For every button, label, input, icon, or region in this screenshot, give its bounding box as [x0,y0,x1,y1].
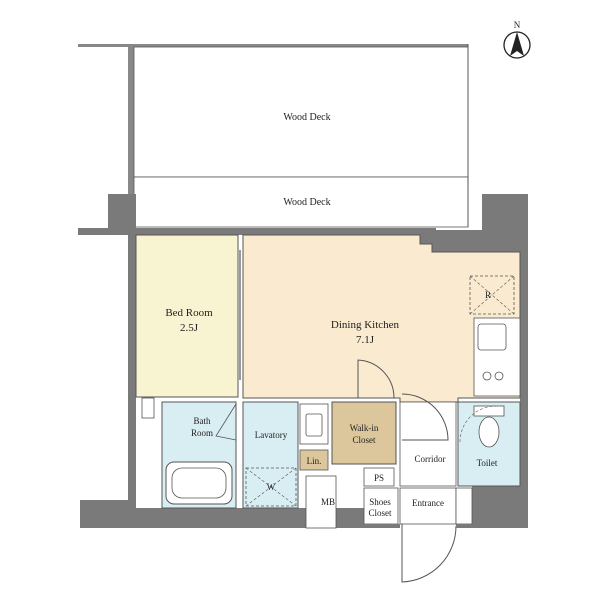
north-compass-icon: N [503,20,531,59]
shoes-closet [363,487,399,525]
toilet-door-icon [459,405,497,443]
bath-door-icon [215,403,237,441]
toilet-name: Toilet [477,458,498,468]
bath-room-name-line2: Room [191,428,213,438]
shoes-closet-name-line1: Shoes [369,497,391,507]
bed-room [135,234,239,398]
stove-icon [482,371,504,381]
bed-room-size: 2.5J [180,322,199,334]
linen-closet [299,449,329,471]
washer-label: W [267,482,276,492]
toilet-bowl-icon [473,405,505,448]
walk-in-closet-name-line2: Closet [352,435,376,445]
linen-name: Lin. [307,456,322,466]
corridor [399,401,457,487]
entrance-door-icon [401,524,457,583]
compass-north-label: N [514,20,521,30]
dining-kitchen-name: Dining Kitchen [331,319,400,331]
refrigerator-space: R [469,275,515,315]
entrance [399,487,457,525]
refrigerator-label: R [485,290,491,300]
dining-kitchen [242,234,521,403]
wood-deck-lower-label: Wood Deck [283,197,330,208]
walk-in-closet-name-line1: Walk-in [350,423,379,433]
bath-room-name-line1: Bath [194,416,211,426]
lavatory [242,401,299,509]
lavatory-name: Lavatory [255,430,288,440]
entrance-name: Entrance [412,498,444,508]
kitchen-sink-icon [477,323,507,351]
corridor-name: Corridor [415,454,446,464]
washer-space: W [245,467,297,507]
wood-deck-upper-label: Wood Deck [283,112,330,123]
corridor-door-icon [401,393,449,441]
bathtub-icon [165,461,233,505]
mb-name: MB [321,497,335,507]
wood-deck-area [78,44,469,228]
exterior-walls [78,194,528,528]
dining-kitchen-size: 7.1J [356,334,375,346]
washbasin-icon [299,403,329,445]
pipe-space [363,467,395,487]
bed-room-name: Bed Room [165,307,213,319]
ps-name: PS [374,473,384,483]
meter-box [305,475,337,529]
dining-kitchen-door-icon [357,359,395,399]
kitchen-counter [473,317,521,397]
walk-in-closet [331,401,397,465]
shoes-closet-name-line2: Closet [368,508,392,518]
